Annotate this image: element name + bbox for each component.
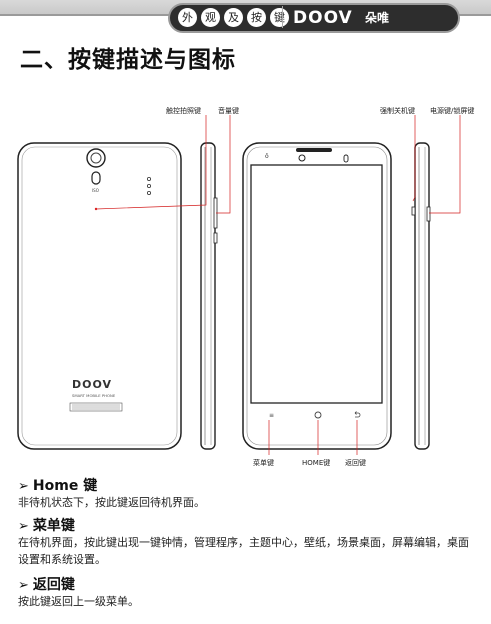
item-title: 菜单键 (32, 518, 75, 534)
header-band: 外 观 及 按 键 DOOV 朵唯 (0, 0, 491, 36)
item-desc-menu: 在待机界面，按此键出现一键钟情，管理程序，主题中心，壁纸，场景桌面，屏幕编辑，桌… (18, 536, 469, 566)
phone-side-left (200, 142, 218, 450)
item-desc-back: 按此键返回上一级菜单。 (18, 595, 139, 608)
phone-diagram: ISO DOOV SMART MOBILE PHONE (0, 95, 491, 470)
item-desc-home: 非待机状态下，按此键返回待机界面。 (18, 496, 205, 509)
brand-chinese-name: 朵唯 (365, 11, 390, 25)
page-title: 二、按键描述与图标 (20, 47, 236, 73)
flash-icon (91, 171, 101, 185)
label-volume-key: 音量键 (218, 107, 239, 115)
arrow-icon: ➢ (18, 479, 29, 494)
item-heading-menu: ➢菜单键 (18, 515, 75, 535)
arrow-icon: ➢ (18, 519, 29, 534)
label-camera-key: 触控拍照键 (166, 107, 201, 115)
circle-char: 键 (270, 8, 289, 27)
svg-text:SMART MOBILE PHONE: SMART MOBILE PHONE (72, 393, 116, 398)
circle-char: 按 (247, 8, 266, 27)
label-force-power-key: 强制关机键 (380, 107, 415, 115)
label-home-key: HOME键 (302, 459, 331, 467)
header-circle-group: 外 观 及 按 键 (178, 8, 289, 27)
screen (250, 164, 383, 404)
earpiece-icon (296, 148, 332, 152)
svg-text:ô: ô (265, 153, 269, 160)
svg-text:DOOV: DOOV (293, 8, 353, 28)
callout-lines (95, 115, 461, 455)
label-menu-key: 菜单键 (253, 459, 274, 467)
item-heading-home: ➢Home 键 (18, 475, 97, 495)
doov-logo: DOOV (293, 8, 353, 28)
label-back-key: 返回键 (345, 459, 366, 467)
svg-text:DOOV: DOOV (72, 378, 112, 391)
back-key-icon (354, 411, 361, 418)
label-power-lock-key: 电源键/锁屏键 (430, 107, 475, 115)
menu-key-icon: ≡ (269, 412, 274, 419)
circle-char: 及 (224, 8, 243, 27)
circle-char: 观 (201, 8, 220, 27)
item-heading-back: ➢返回键 (18, 574, 75, 594)
svg-text:ISO: ISO (92, 188, 99, 193)
item-title: 返回键 (32, 577, 75, 593)
front-camera-icon (298, 154, 306, 162)
phone-front: ô ≡ (242, 142, 392, 450)
phone-back: ISO DOOV SMART MOBILE PHONE (17, 142, 182, 450)
phone-diagram-svg: ISO DOOV SMART MOBILE PHONE (17, 115, 461, 455)
header-separator (282, 6, 283, 28)
item-title: Home 键 (32, 478, 98, 494)
arrow-icon: ➢ (18, 578, 29, 593)
home-key-icon (314, 411, 322, 419)
circle-char: 外 (178, 8, 197, 27)
phone-side-right (411, 142, 431, 450)
